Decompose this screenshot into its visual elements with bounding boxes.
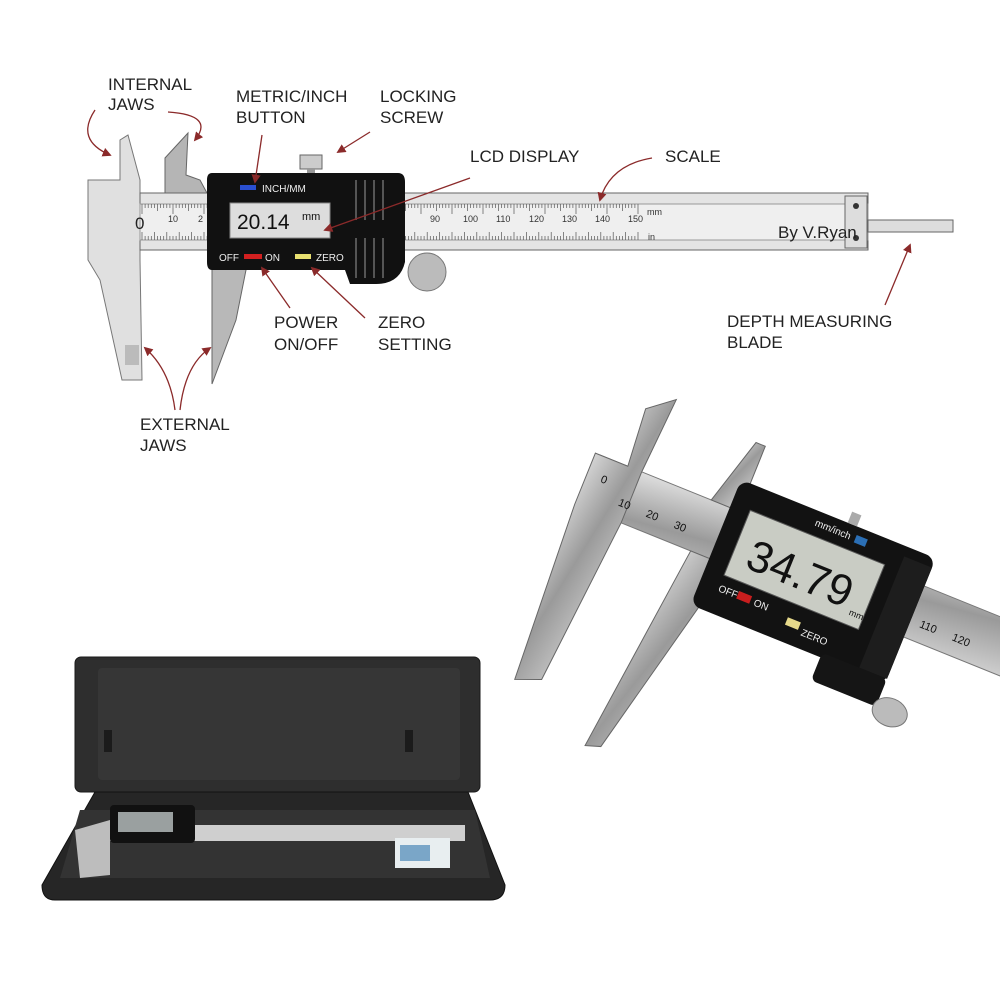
on-label: ON xyxy=(265,253,280,264)
photo-on-label: ON xyxy=(752,598,770,614)
photo-scale-number: 0 xyxy=(599,474,609,487)
scale-number: 90 xyxy=(430,214,440,224)
thumb-wheel xyxy=(407,252,447,292)
scale-number: 140 xyxy=(595,214,610,224)
in-unit: in xyxy=(648,232,655,242)
diagram-caliper: INCH/MM 20.14 mm OFF ON ZERO 0 10 2 90 10… xyxy=(87,131,954,385)
off-label: OFF xyxy=(219,253,239,264)
diagram-labels xyxy=(87,109,912,411)
power-button[interactable] xyxy=(244,254,262,259)
label-internal-jaws: JAWS xyxy=(108,95,155,114)
photo-locking-screw xyxy=(847,511,862,527)
label-internal-jaws: INTERNAL xyxy=(108,75,192,94)
scale-number: 100 xyxy=(463,214,478,224)
scale-number: 130 xyxy=(562,214,577,224)
label-zero: ZERO xyxy=(378,313,425,332)
lcd-unit: mm xyxy=(302,211,320,223)
photo-power-button[interactable] xyxy=(736,591,753,604)
photo-lcd-screen xyxy=(723,509,886,631)
photo-mode-button[interactable] xyxy=(853,534,868,547)
scale-number: 150 xyxy=(628,214,643,224)
scale-number: 120 xyxy=(529,214,544,224)
label-external-jaws: EXTERNAL xyxy=(140,415,230,434)
mode-button[interactable] xyxy=(240,185,256,190)
label-depth-blade: DEPTH MEASURING xyxy=(727,312,892,331)
scale-number: 110 xyxy=(496,214,510,224)
fixed-jaw xyxy=(87,134,143,381)
label-external-jaws: JAWS xyxy=(140,436,187,455)
mode-button-label: INCH/MM xyxy=(262,184,306,195)
scale-number: 2 xyxy=(198,214,203,224)
locking-screw xyxy=(299,154,323,170)
photo-scale-number: 10 xyxy=(616,497,632,513)
scale-number: 10 xyxy=(168,214,178,224)
label-locking-screw: SCREW xyxy=(380,108,443,127)
case-photo xyxy=(41,656,506,901)
zero-label: ZERO xyxy=(316,253,344,264)
lcd-reading: 20.14 xyxy=(237,211,290,234)
label-depth-blade: BLADE xyxy=(727,333,783,352)
label-metric-inch: BUTTON xyxy=(236,108,306,127)
zero-button[interactable] xyxy=(295,254,311,259)
label-power: ON/OFF xyxy=(274,335,338,354)
photo-scale-number: 30 xyxy=(672,519,688,535)
sliding-external-jaw xyxy=(211,249,251,385)
label-power: POWER xyxy=(274,313,338,332)
label-scale: SCALE xyxy=(665,147,721,166)
mm-unit: mm xyxy=(647,207,662,217)
depth-blade xyxy=(867,219,954,233)
label-locking-screw: LOCKING xyxy=(380,87,457,106)
label-metric-inch: METRIC/INCH xyxy=(236,87,347,106)
photo-caliper: 0 10 20 30 110 120 34.79 mm mm/inch OFF … xyxy=(514,398,1000,748)
photo-scale-number: 20 xyxy=(644,508,660,524)
lcd-screen xyxy=(229,202,331,239)
photo-fixed-jaw xyxy=(514,398,678,680)
sliding-internal-jaw xyxy=(164,131,208,194)
photo-thumb-wheel xyxy=(871,697,908,728)
photo-zero-button[interactable] xyxy=(784,617,801,630)
credit: By V.Ryan xyxy=(778,223,857,242)
case-caliper-beam xyxy=(110,825,465,841)
scale-zero: 0 xyxy=(135,214,144,233)
label-zero: SETTING xyxy=(378,335,452,354)
label-lcd-display: LCD DISPLAY xyxy=(470,147,579,166)
